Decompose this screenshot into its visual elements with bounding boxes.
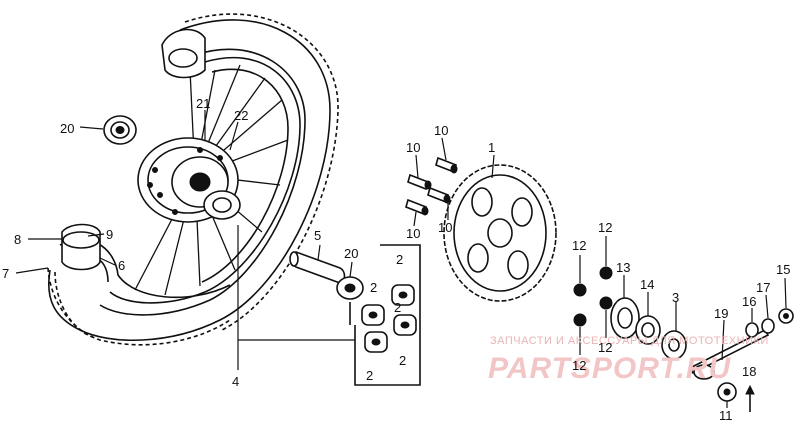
collar-3	[661, 330, 687, 360]
nut-15	[778, 308, 794, 324]
part-label: 14	[640, 277, 654, 292]
part-label: 12	[572, 358, 586, 373]
watermark-brand: PARTSPORT.RU	[488, 352, 731, 385]
part-label: 10	[438, 220, 452, 235]
part-label: 6	[118, 258, 125, 273]
part-label: 2	[396, 252, 403, 267]
damper-rubber	[391, 284, 415, 306]
bolt	[405, 198, 429, 216]
part-label: 10	[406, 140, 420, 155]
part-label: 18	[742, 364, 756, 379]
rim-band-top	[161, 28, 206, 79]
watermark-caption: ЗАПЧАСТИ И АКСЕССУАРЫ ДЛЯ МОТОТЕХНИКИ	[490, 335, 769, 347]
nut-11	[717, 382, 737, 402]
part-label: 21	[196, 96, 210, 111]
sprocket-1	[443, 164, 557, 302]
part-label: 1	[488, 140, 495, 155]
part-label: 17	[756, 280, 770, 295]
part-label: 8	[14, 232, 21, 247]
part-label: 3	[672, 290, 679, 305]
rim	[109, 56, 301, 304]
bolt	[407, 173, 432, 191]
damper-rubber	[361, 304, 385, 326]
damper-rubber	[393, 314, 417, 336]
hub	[137, 137, 241, 223]
bearing-20	[103, 115, 137, 145]
part-label: 10	[406, 226, 420, 241]
oil-seal-14	[635, 315, 661, 345]
leader-lines	[15, 110, 787, 408]
part-label: 11	[719, 408, 733, 423]
part-label: 16	[742, 294, 756, 309]
damper-rubber	[364, 331, 388, 353]
part-label: 2	[370, 280, 377, 295]
nuts-12	[573, 266, 613, 327]
bolts-10	[405, 156, 458, 216]
damper-group-2	[349, 244, 421, 386]
washer-16	[745, 322, 759, 338]
part-label: 5	[314, 228, 321, 243]
collar-20	[336, 276, 364, 300]
watermark: ЗАПЧАСТИ И АКСЕССУАРЫ ДЛЯ МОТОТЕХНИКИ PA…	[488, 335, 769, 385]
part-label: 10	[434, 123, 448, 138]
lock-plate-13	[610, 297, 640, 339]
spacer-5	[289, 251, 346, 284]
part-label: 4	[232, 374, 239, 389]
part-label: 20	[60, 121, 74, 136]
part-label: 19	[714, 306, 728, 321]
part-label: 9	[106, 227, 113, 242]
part-label: 2	[394, 300, 401, 315]
part-label: 2	[399, 353, 406, 368]
part-label: 12	[598, 220, 612, 235]
part-labels: 1 2 2 2 2 2 3 4 5 6 7 8 9 10 10 10 10 11…	[2, 96, 790, 423]
adjuster-18	[745, 384, 755, 412]
bolt	[435, 156, 458, 174]
part-label: 22	[234, 108, 248, 123]
bolt	[427, 186, 451, 204]
part-label: 12	[572, 238, 586, 253]
axle-19	[688, 328, 770, 380]
part-label: 13	[616, 260, 630, 275]
part-label: 15	[776, 262, 790, 277]
part-label: 20	[344, 246, 358, 261]
washer-17	[761, 318, 775, 334]
part-label: 7	[2, 266, 9, 281]
part-label: 2	[366, 368, 373, 383]
part-label: 12	[598, 340, 612, 355]
